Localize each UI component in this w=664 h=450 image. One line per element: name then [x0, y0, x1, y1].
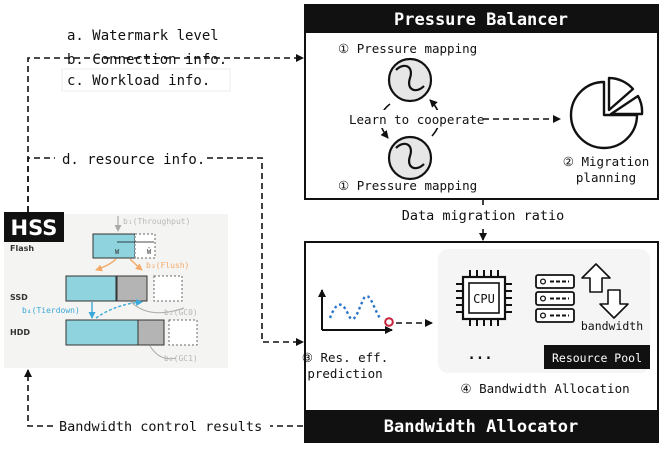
hss-title: HSS: [11, 216, 58, 240]
hss-badge: [4, 212, 64, 242]
resource-flow-line-a: [27, 157, 55, 212]
bandwidth-allocator-header: [305, 410, 658, 442]
ssd-used-block: [116, 275, 148, 302]
flush-label: b₃(Flush): [146, 261, 189, 270]
tierdown-curve: [95, 298, 143, 319]
pressure-mapping-top-label: ① Pressure mapping: [338, 41, 477, 56]
data-migration-ratio-bg: [378, 205, 588, 225]
info-labels: a. Watermark level b. Connection info. c…: [61, 23, 294, 168]
note-a-box: [62, 23, 294, 45]
ssd-free-block: [153, 275, 183, 302]
resource-pool-label: Resource Pool: [552, 351, 642, 365]
cooperate-label-bg: [344, 110, 480, 128]
migration-label-line1: ② Migration: [563, 154, 649, 169]
gc1-curve: [149, 345, 177, 360]
hss-panel: HSS Flash SSD HDD b₁(Throughput) W Ŵ b₃(…: [4, 212, 228, 368]
more-resources-ellipsis: ...: [467, 347, 492, 363]
server-stack-icon: [535, 274, 575, 323]
bandwidth-allocation-label: ④ Bandwidth Allocation: [460, 381, 629, 396]
note-watermark-level: a. Watermark level: [67, 28, 219, 44]
hdd-tier-label: HDD: [10, 328, 30, 337]
gc0-label: b₂(GC0): [164, 308, 198, 317]
pressure-mapping-bottom-label: ① Pressure mapping: [338, 178, 477, 193]
tierdown-label: b₄(Tierdown): [22, 306, 80, 315]
learn-to-cooperate-label: Learn to cooperate: [349, 112, 484, 127]
pressure-gauge-bottom-icon: [387, 135, 433, 181]
flush-arrow-free: [129, 258, 143, 271]
migration-pie-chart-icon: [569, 76, 644, 150]
note-c-box: [61, 68, 231, 92]
note-resource-info: d. resource info.: [62, 152, 205, 168]
resource-pool-tag: [544, 345, 650, 369]
pressure-balancer-header: [305, 5, 658, 33]
control-results-bg: [54, 416, 270, 436]
flash-tier-label: Flash: [10, 244, 34, 253]
res-eff-label-line2: prediction: [307, 366, 382, 381]
throughput-label: b₁(Throughput): [123, 217, 190, 226]
prediction-point-marker: [384, 317, 394, 327]
pressure-balancer-panel: Pressure Balancer ① Pressure mapping Lea…: [304, 4, 659, 200]
ssd-tier-label: SSD: [10, 293, 28, 302]
data-migration-ratio-label: Data migration ratio: [402, 208, 565, 224]
cpu-chip-icon: [456, 270, 512, 326]
pressure-balancer-title: Pressure Balancer: [394, 10, 568, 30]
note-workload-info: c. Workload info.: [67, 73, 210, 89]
hdd-free-block: [168, 319, 198, 346]
flush-arrow-ssd: [95, 258, 117, 272]
cpu-label: CPU: [473, 292, 495, 306]
gc0-curve: [130, 301, 185, 314]
gc1-label: b₂(GC1): [164, 354, 198, 363]
flash-free-block: [134, 233, 156, 259]
flash-w-label: W: [115, 248, 120, 256]
res-eff-label-line1: ③ Res. eff.: [302, 350, 388, 365]
hdd-used-block: [137, 319, 165, 346]
bandwidth-control-results-label: Bandwidth control results: [59, 419, 262, 435]
flash-used-block: [92, 233, 136, 259]
bandwidth-allocator-title: Bandwidth Allocator: [384, 417, 578, 437]
up-down-arrows-icon: [581, 263, 629, 319]
bandwidth-label: bandwidth: [581, 319, 643, 333]
flash-w-hat-label: Ŵ: [147, 247, 152, 256]
pressure-gauge-top-icon: [387, 57, 433, 103]
ssd-cache-block: [65, 275, 117, 302]
hdd-cache-block: [65, 319, 139, 346]
migration-label-line2: planning: [576, 170, 636, 185]
note-connection-info: b. Connection info.: [67, 52, 227, 68]
efficiency-plot-icon: [318, 289, 394, 334]
bandwidth-allocator-panel: Bandwidth Allocator ③ Res. eff. predicti…: [302, 241, 659, 443]
